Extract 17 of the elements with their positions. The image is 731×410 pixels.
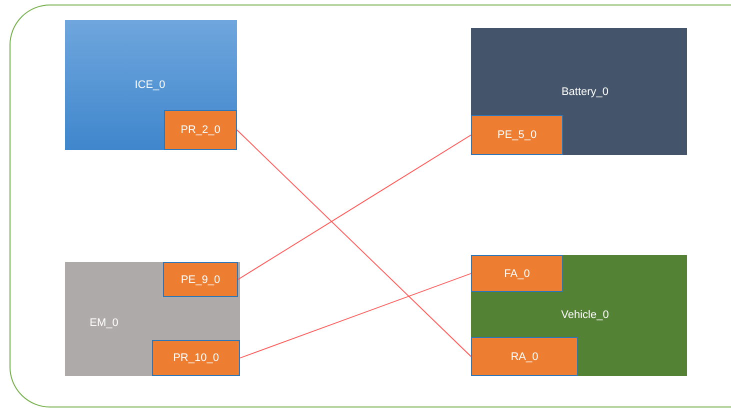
component-label: Battery_0 [561,86,609,98]
port-box: PR_2_0 [164,110,237,150]
port-box: FA_0 [471,255,563,292]
component-label: EM_0 [90,317,118,329]
port-box: PR_10_0 [152,340,240,376]
port-box: PE_5_0 [471,115,563,155]
component-box [65,20,237,150]
component-box [471,255,687,376]
component-box [65,262,240,376]
port-box: PE_9_0 [163,262,238,297]
connector-line [236,130,472,357]
component-label: ICE_0 [134,79,166,91]
connector-line [238,134,472,280]
component-label: Vehicle_0 [561,309,609,321]
port-box: RA_0 [471,337,578,376]
connector-line [240,273,472,358]
component-box [471,28,687,155]
